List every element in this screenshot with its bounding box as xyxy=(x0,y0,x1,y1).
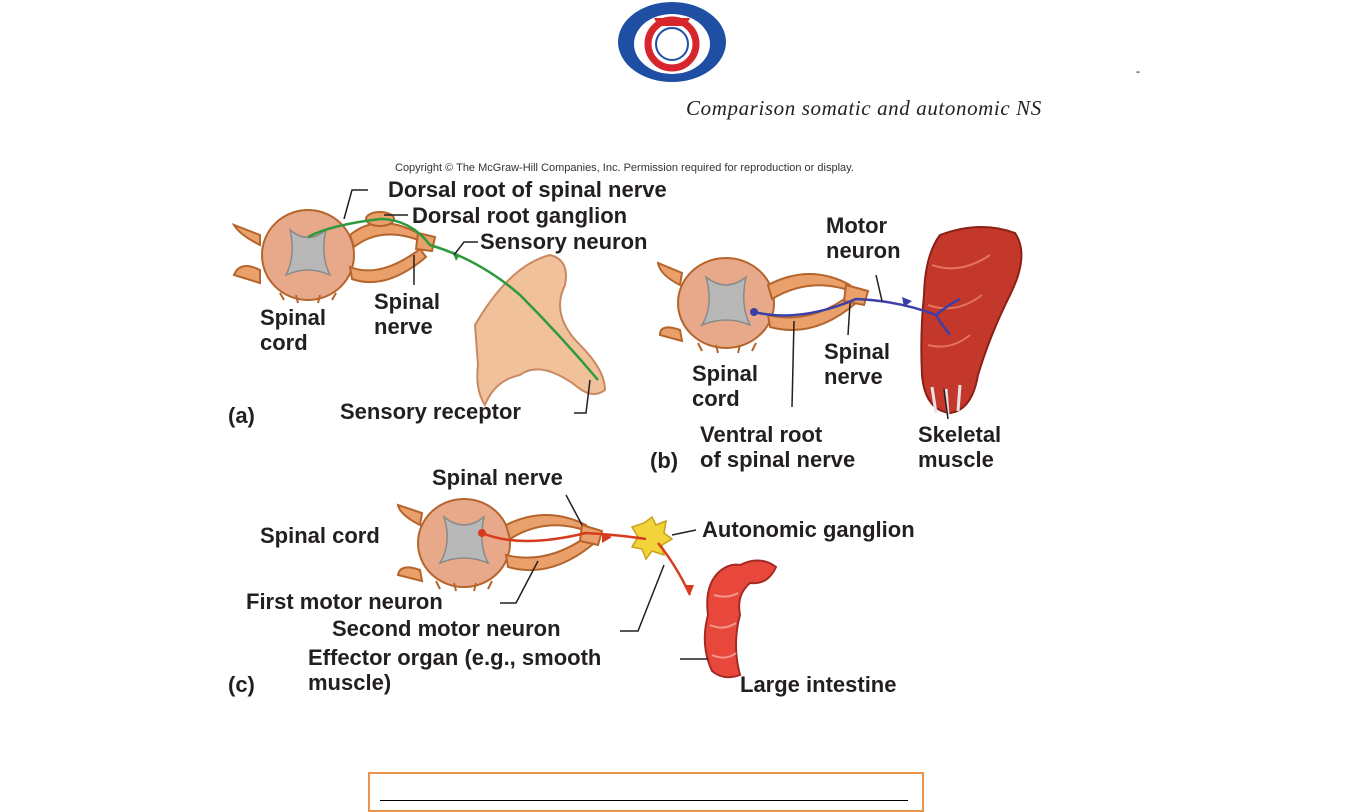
panel-a-illustration xyxy=(231,189,607,414)
label-spinal-cord-a: Spinal cord xyxy=(260,305,327,355)
label-spinal-nerve-b: Spinal nerve xyxy=(824,339,891,389)
panel-a-tag: (a) xyxy=(228,403,255,428)
label-spinal-nerve-c: Spinal nerve xyxy=(432,465,563,490)
panel-b-illustration xyxy=(656,225,1023,420)
slide-title: Comparison somatic and autonomic NS xyxy=(686,96,1042,120)
large-intestine-shape xyxy=(703,559,778,679)
label-ventral-root: Ventral root of spinal nerve xyxy=(700,422,856,472)
panel-c-illustration xyxy=(396,494,778,679)
dorsal-root-b-shape xyxy=(766,273,859,301)
ventral-root-a-shape xyxy=(348,247,428,284)
label-sensory-neuron: Sensory neuron xyxy=(480,229,648,254)
label-spinal-nerve-a: Spinal nerve xyxy=(374,289,441,339)
skeletal-muscle-shape xyxy=(920,225,1023,415)
ventral-root-c-shape xyxy=(504,535,594,572)
label-spinal-cord-c: Spinal cord xyxy=(260,523,380,548)
spinal-cord-b-shape xyxy=(656,257,775,354)
first-motor-neuron-line xyxy=(481,531,647,543)
spinal-nerve-a-shape xyxy=(414,231,437,253)
label-first-motor-neuron: First motor neuron xyxy=(246,589,443,614)
panel-c-tag: (c) xyxy=(228,672,255,697)
spinal-cord-c-shape xyxy=(396,498,511,592)
label-dorsal-root-a: Dorsal root of spinal nerve xyxy=(388,177,667,202)
label-dorsal-root-ganglion: Dorsal root ganglion xyxy=(412,203,628,228)
panel-b-tag: (b) xyxy=(650,448,679,473)
underline-rule xyxy=(380,800,908,801)
label-effector-organ: Effector organ (e.g., smooth muscle) xyxy=(308,645,602,695)
header-dash-mark: - xyxy=(1136,64,1140,78)
label-autonomic-ganglion: Autonomic ganglion xyxy=(702,517,915,542)
label-skeletal-muscle: Skeletal muscle xyxy=(918,422,1002,472)
college-logo xyxy=(616,0,728,82)
sensory-neuron-line xyxy=(307,217,599,381)
text-input-box[interactable] xyxy=(368,772,924,812)
label-motor-neuron: Motor neuron xyxy=(826,213,901,263)
label-spinal-cord-b: Spinal cord xyxy=(692,361,759,411)
copyright-notice: Copyright © The McGraw-Hill Companies, I… xyxy=(395,162,854,174)
label-second-motor-neuron: Second motor neuron xyxy=(332,616,561,641)
spinal-nerve-c-shape xyxy=(578,523,604,547)
spinal-cord-a-shape xyxy=(231,209,355,304)
label-sensory-receptor: Sensory receptor xyxy=(340,399,521,424)
somatic-motor-neuron-line xyxy=(753,297,961,336)
nervous-system-diagram: Dorsal root of spinal nerve Dorsal root … xyxy=(220,175,1040,705)
label-large-intestine: Large intestine xyxy=(740,672,897,697)
finger-shape xyxy=(473,253,607,408)
